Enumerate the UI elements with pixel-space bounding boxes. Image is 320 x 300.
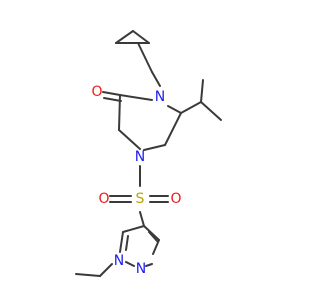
atom-sulfur: S	[136, 191, 145, 207]
bond	[152, 239, 160, 255]
bond	[119, 231, 124, 253]
bond	[118, 129, 141, 150]
atom-oxygen-sulfonyl-left: O	[98, 191, 109, 207]
atom-nitrogen-amide: N	[155, 89, 165, 105]
atom-nitrogen-sulfonamide: N	[135, 149, 145, 165]
bond	[143, 144, 166, 151]
bond	[139, 211, 145, 227]
bond	[103, 97, 122, 102]
bond	[151, 71, 161, 87]
bond	[200, 79, 204, 103]
bond	[122, 225, 145, 233]
bond	[137, 42, 153, 73]
ethyl-group	[75, 263, 113, 277]
isopropyl-group	[180, 79, 222, 121]
bond	[102, 91, 121, 96]
molecule-structure: O N N S O O N N	[75, 30, 222, 277]
sulfonyl-group	[109, 195, 169, 203]
bond	[200, 101, 222, 121]
diazepanone-ring	[118, 94, 182, 151]
bond	[119, 94, 153, 101]
bond	[125, 235, 129, 251]
bond	[125, 261, 135, 267]
atom-nitrogen-pyrazole-n1: N	[114, 253, 124, 269]
atom-nitrogen-pyrazole-n2: N	[136, 261, 146, 277]
bond	[132, 30, 150, 44]
bond	[180, 101, 202, 114]
bond	[148, 231, 159, 243]
carbonyl-group	[102, 91, 122, 102]
pyrazole-ring	[119, 225, 160, 267]
bond	[167, 105, 182, 114]
bond	[164, 112, 182, 146]
atom-oxygen-sulfonyl-right: O	[170, 191, 181, 207]
bond	[143, 225, 160, 241]
bond	[75, 273, 101, 277]
bond	[145, 263, 153, 267]
bond	[99, 263, 113, 277]
cyclopropyl-group	[115, 30, 153, 73]
bond	[115, 30, 134, 44]
atom-oxygen-carbonyl: O	[91, 84, 102, 100]
